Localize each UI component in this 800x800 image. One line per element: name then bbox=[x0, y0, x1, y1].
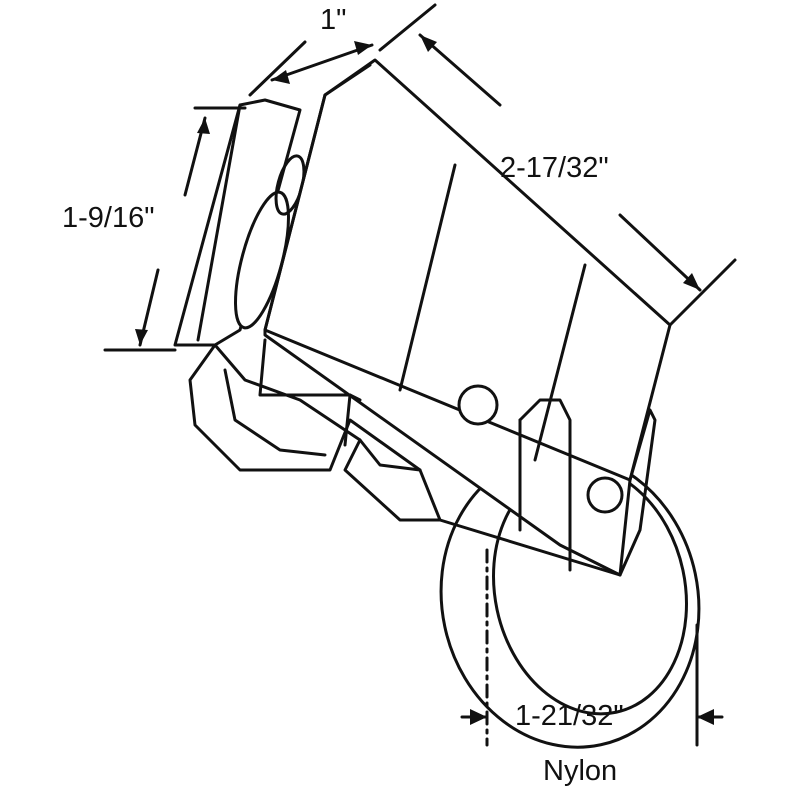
dimension-lines bbox=[103, 3, 737, 747]
width-dimension-label: 1" bbox=[320, 4, 347, 36]
wheel-diameter-label: 1-21/32" bbox=[515, 700, 624, 732]
roller-housing bbox=[258, 58, 672, 577]
wheel-material-label: Nylon bbox=[543, 755, 618, 787]
mounting-plate bbox=[173, 98, 306, 347]
axle-hole bbox=[457, 384, 499, 426]
height-dimension-label: 1-9/16" bbox=[62, 202, 155, 234]
adjust-screw-hole bbox=[586, 476, 624, 514]
lower-bracket bbox=[188, 343, 442, 522]
length-dimension-label: 2-17/32" bbox=[500, 152, 609, 184]
